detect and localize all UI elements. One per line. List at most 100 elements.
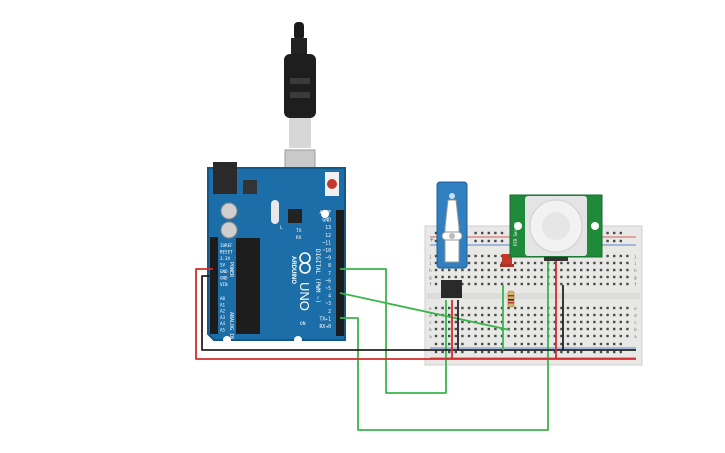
breadboard-hole — [599, 334, 603, 338]
breadboard-hole — [566, 342, 570, 346]
breadboard-hole — [494, 342, 497, 346]
breadboard-hole — [474, 334, 477, 338]
breadboard-hole — [487, 334, 490, 338]
breadboard-hole — [434, 313, 438, 317]
breadboard-hole — [619, 239, 622, 243]
row-label: f — [634, 282, 637, 288]
pir-sensor[interactable]: PIR Sensor — [509, 194, 603, 261]
row-label: h — [634, 268, 637, 274]
breadboard-hole — [573, 327, 576, 331]
row-label: j — [634, 254, 637, 260]
breadboard-hole — [573, 275, 576, 279]
breadboard-hole — [599, 327, 603, 331]
row-label: b — [634, 327, 637, 333]
breadboard-hole — [461, 320, 464, 324]
breadboard-hole — [606, 239, 609, 243]
digital-pin-label: ~5 — [325, 286, 331, 292]
breadboard-hole — [566, 350, 570, 354]
breadboard-hole — [474, 313, 477, 317]
breadboard-hole — [540, 320, 543, 324]
breadboard-hole — [606, 313, 609, 317]
breadboard-hole — [593, 334, 596, 338]
breadboard-hole — [626, 254, 629, 258]
breadboard-hole — [580, 313, 583, 317]
breadboard-hole — [500, 334, 504, 338]
breadboard-hole — [467, 334, 471, 338]
breadboard-hole — [626, 306, 629, 310]
breadboard-hole — [467, 275, 471, 279]
analog-pin-label: A4 — [220, 321, 226, 326]
breadboard-hole — [474, 254, 477, 258]
breadboard-hole — [613, 313, 616, 317]
breadboard-hole — [474, 261, 477, 265]
breadboard-hole — [434, 334, 438, 338]
breadboard-hole — [580, 342, 583, 346]
analog-pin-label: A5 — [220, 328, 226, 333]
breadboard-hole — [474, 350, 477, 354]
breadboard-hole — [434, 327, 438, 331]
breadboard-hole — [527, 306, 530, 310]
row-label: g — [429, 276, 432, 281]
breadboard-hole — [507, 275, 510, 279]
breadboard-hole — [527, 320, 530, 324]
row-label: c — [429, 321, 432, 326]
breadboard-hole — [514, 268, 517, 272]
breadboard-hole — [580, 334, 583, 338]
breadboard-hole — [553, 275, 556, 279]
breadboard-hole — [540, 275, 543, 279]
resistor[interactable] — [507, 290, 515, 308]
breadboard-hole — [487, 342, 490, 346]
breadboard-hole — [573, 306, 576, 310]
breadboard-hole — [527, 275, 530, 279]
breadboard-hole — [606, 282, 609, 286]
digital-pin-label: ~9 — [325, 256, 331, 262]
breadboard-hole — [467, 268, 471, 272]
digital-pin-label: ~6 — [325, 278, 331, 284]
digital-pin-label: 2 — [328, 309, 331, 315]
breadboard-hole — [566, 327, 570, 331]
breadboard-hole — [481, 334, 484, 338]
breadboard-hole — [514, 275, 517, 279]
breadboard-hole — [500, 350, 504, 354]
breadboard-hole — [599, 282, 603, 286]
breadboard-hole — [599, 268, 603, 272]
breadboard-hole — [619, 282, 622, 286]
breadboard-hole — [514, 350, 517, 354]
breadboard-hole — [573, 320, 576, 324]
breadboard-hole — [448, 306, 451, 310]
breadboard-hole — [474, 282, 477, 286]
breadboard-hole — [619, 306, 622, 310]
breadboard-hole — [454, 320, 457, 324]
tx-label: TX — [296, 228, 302, 234]
digital-pin-label: GND — [322, 218, 331, 224]
breadboard-hole — [434, 275, 438, 279]
breadboard-hole — [527, 261, 530, 265]
breadboard-hole — [613, 261, 616, 265]
reset-button[interactable] — [327, 179, 337, 189]
breadboard-hole — [626, 313, 629, 317]
breadboard-hole — [560, 275, 563, 279]
breadboard-hole — [586, 334, 589, 338]
breadboard-hole — [494, 320, 497, 324]
breadboard-hole — [560, 306, 563, 310]
breadboard-hole — [494, 334, 497, 338]
servo-motor[interactable] — [436, 181, 468, 298]
breadboard-hole — [593, 350, 596, 354]
breadboard-hole — [454, 350, 457, 354]
breadboard-hole — [553, 327, 556, 331]
breadboard-hole — [461, 342, 464, 346]
breadboard-hole — [461, 350, 464, 354]
breadboard-hole — [434, 282, 438, 286]
breadboard-hole — [520, 282, 523, 286]
row-label: c — [634, 321, 637, 326]
breadboard-hole — [527, 334, 530, 338]
breadboard-hole — [487, 239, 490, 243]
breadboard-hole — [434, 268, 438, 272]
breadboard-hole — [593, 275, 596, 279]
row-label: j — [429, 254, 432, 260]
digital-pin-label: ~11 — [322, 240, 331, 246]
breadboard-hole — [580, 275, 583, 279]
